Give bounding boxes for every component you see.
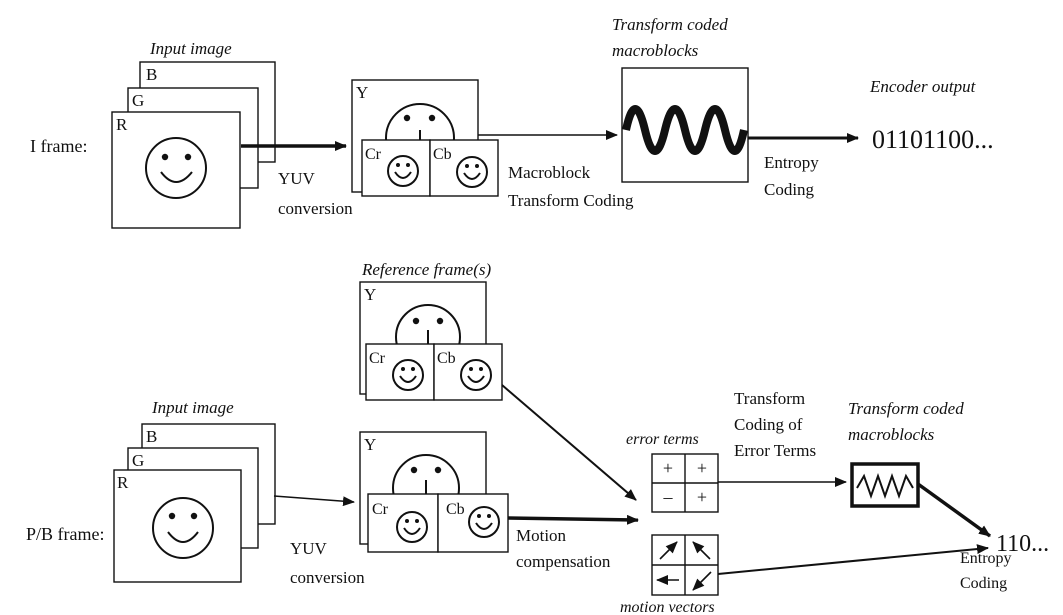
pb-cb-block [437,493,509,553]
encoder-output-caption: Encoder output [869,77,977,96]
r-plane-label: R [116,115,128,134]
smiley-face-icon [468,506,500,538]
pb-yuv-conversion-arrow [273,495,355,507]
pb-r-plane [113,469,242,583]
yuv-label-line1: YUV [278,169,316,188]
pb-input-image-stack: B G R [113,423,276,583]
b-plane-label: B [146,65,157,84]
entropy-label-line1: Entropy [764,153,819,172]
r-plane [111,111,241,229]
smiley-face-icon [145,137,207,199]
transform-caption-line1: Transform coded [612,15,728,34]
smiley-face-icon [387,155,419,187]
pb-r-plane-label: R [117,473,129,492]
motion-vectors-caption: motion vectors [620,599,715,615]
pb-entropy-label-line2: Coding [960,575,1007,592]
transform-error-line2: Coding of [734,415,803,434]
pb-y-label: Y [364,435,376,454]
macroblock-label-line2: Transform Coding [508,191,634,210]
encoder-output-bits: 01101100... [872,125,994,154]
transform-error-line1: Transform [734,389,805,408]
pb-g-plane-label: G [132,451,144,470]
yuv-label-line2: conversion [278,199,353,218]
error-sign: + [663,458,673,478]
pb-entropy-label-line1: Entropy [960,550,1012,567]
input-image-stack: B G R [111,61,276,229]
waveform-icon [622,105,748,155]
transform-error-line3: Error Terms [734,441,816,460]
motion-vectors-to-output-arrow [717,544,989,575]
pb-transform-caption-line1: Transform coded [848,399,964,418]
motion-compensation-arrow [507,514,639,525]
pb-frame-row: P/B frame: Reference frame(s) Y Cr Cb [26,260,1049,615]
g-plane-label: G [132,91,144,110]
ref-cr-label: Cr [369,350,386,367]
arrow-up-right-icon [659,541,678,560]
error-sign: + [697,487,707,507]
i-frame-label: I frame: [30,136,87,156]
motion-vectors-grid [651,534,719,596]
smiley-face-icon [392,359,424,391]
pb-input-image-caption: Input image [151,398,234,417]
macroblock-label-line1: Macroblock [508,163,591,182]
entropy-label-line2: Coding [764,180,815,199]
ref-cb-label: Cb [437,350,456,367]
pb-yuv-image: Y Cr Cb [359,431,509,553]
pb-frame-label: P/B frame: [26,524,105,544]
pb-output-bits: 110... [996,531,1049,557]
error-terms-caption: error terms [626,431,699,448]
error-sign: – [663,487,674,507]
pb-b-plane-label: B [146,427,157,446]
arrow-down-left-icon [692,571,712,591]
smiley-face-icon [396,511,428,543]
yuv-image: Y Cr Cb [351,79,499,197]
pb-yuv-label-line2: conversion [290,568,365,587]
error-sign: + [697,458,707,478]
error-terms-grid: + + – + [651,453,719,513]
motion-label-line2: compensation [516,552,611,571]
smiley-face-icon [460,359,492,391]
pb-yuv-label-line1: YUV [290,539,328,558]
pb-transform-coded-block [850,462,920,508]
waveform-icon [856,472,914,500]
pb-cr-label: Cr [372,501,389,518]
cr-label: Cr [365,146,382,163]
arrow-up-left-icon [692,541,711,560]
pb-cb-label: Cb [446,501,465,518]
cb-label: Cb [433,146,452,163]
pb-entropy-arrow [916,482,992,538]
smiley-face-icon [152,497,214,559]
ref-y-label: Y [364,285,376,304]
reference-frame-caption: Reference frame(s) [361,260,492,279]
input-image-caption: Input image [149,39,232,58]
reference-frame-image: Y Cr Cb [359,281,503,401]
transform-caption-line2: macroblocks [612,41,699,60]
motion-label-line1: Motion [516,526,567,545]
pb-transform-caption-line2: macroblocks [848,425,935,444]
smiley-face-icon [456,156,488,188]
reference-to-motion-arrow [501,384,637,501]
y-plane-label: Y [356,83,368,102]
i-frame-row: I frame: Input image B G R YUV conversio… [30,15,994,229]
